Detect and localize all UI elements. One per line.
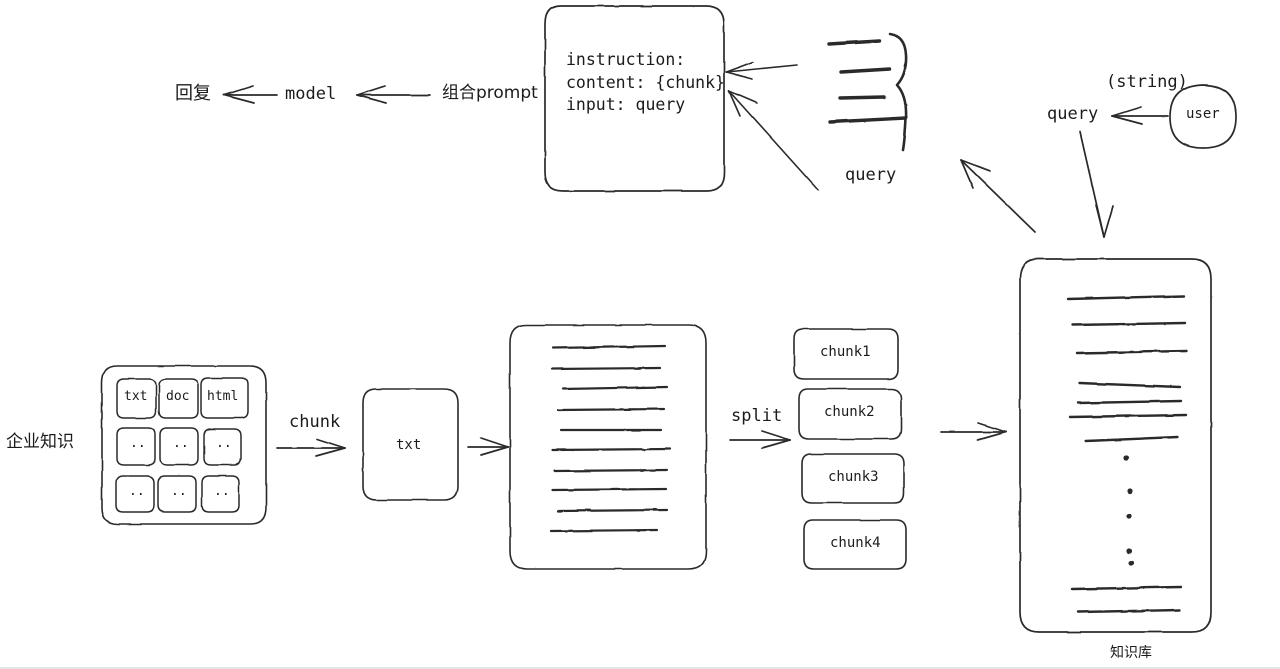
chunk3-label: chunk3: [828, 469, 879, 485]
query-label-retrieved: query: [845, 165, 897, 185]
grid-cell-doc: doc: [166, 389, 190, 404]
grid-cell-html: html: [207, 389, 239, 404]
grid-cell-r3c2: ..: [171, 484, 187, 499]
grid-cell-r2c3: ..: [216, 436, 232, 451]
document-box: [509, 324, 707, 570]
knowledge-base-box: [1019, 258, 1212, 633]
user-label: user: [1186, 106, 1220, 122]
arrow-chunks-to-prompt: [725, 61, 798, 80]
arrow-user-to-query: [1111, 106, 1169, 125]
arrow-grid-to-txt: [276, 438, 346, 457]
knowledge-base-label: 知识库: [1110, 645, 1152, 661]
chunk4-label: chunk4: [830, 535, 881, 551]
chunk-boxes: [793, 328, 907, 570]
chunk-arrow-label: chunk: [289, 412, 341, 432]
grid-cell-r3c1: ..: [129, 484, 145, 499]
prompt-line-instruction: instruction:: [566, 50, 686, 69]
arrow-model-to-reply: [223, 85, 278, 104]
compose-prompt-label: 组合prompt: [442, 83, 538, 103]
chunk1-label: chunk1: [820, 344, 871, 360]
arrow-query-to-prompt: [728, 90, 819, 191]
knowledge-base-lines: [1066, 294, 1189, 443]
query-label-user: query: [1047, 104, 1099, 124]
knowledge-base-ellipsis-dots: [1123, 455, 1134, 566]
reply-label: 回复: [175, 83, 211, 104]
prompt-line-input: input: query: [566, 95, 686, 114]
model-label: model: [285, 84, 337, 104]
grid-cell-r3c3: ..: [214, 484, 230, 499]
document-text-lines: [549, 344, 672, 533]
arrow-prompt-to-model: [356, 85, 431, 104]
arrow-split: [729, 430, 791, 449]
grid-cell-txt: txt: [124, 389, 148, 404]
grid-cell-r2c2: ..: [173, 436, 189, 451]
curly-brace-icon: [888, 32, 908, 152]
arrow-txt-to-document: [467, 437, 509, 456]
arrow-kb-retrieval: [960, 159, 1036, 233]
chunk2-label: chunk2: [824, 404, 875, 420]
arrow-query-to-kb: [1079, 131, 1114, 238]
grid-cell-r2c1: ..: [130, 436, 146, 451]
knowledge-base-bottom-lines: [1070, 585, 1183, 614]
split-arrow-label: split: [731, 406, 783, 426]
enterprise-knowledge-label: 企业知识: [6, 432, 74, 452]
string-type-label: (string): [1106, 72, 1188, 92]
prompt-line-content: content: {chunk}: [566, 73, 725, 92]
arrow-chunks-to-kb: [940, 422, 1007, 441]
txt-box-label: txt: [396, 437, 422, 453]
retrieved-chunk-lines: [827, 39, 908, 124]
